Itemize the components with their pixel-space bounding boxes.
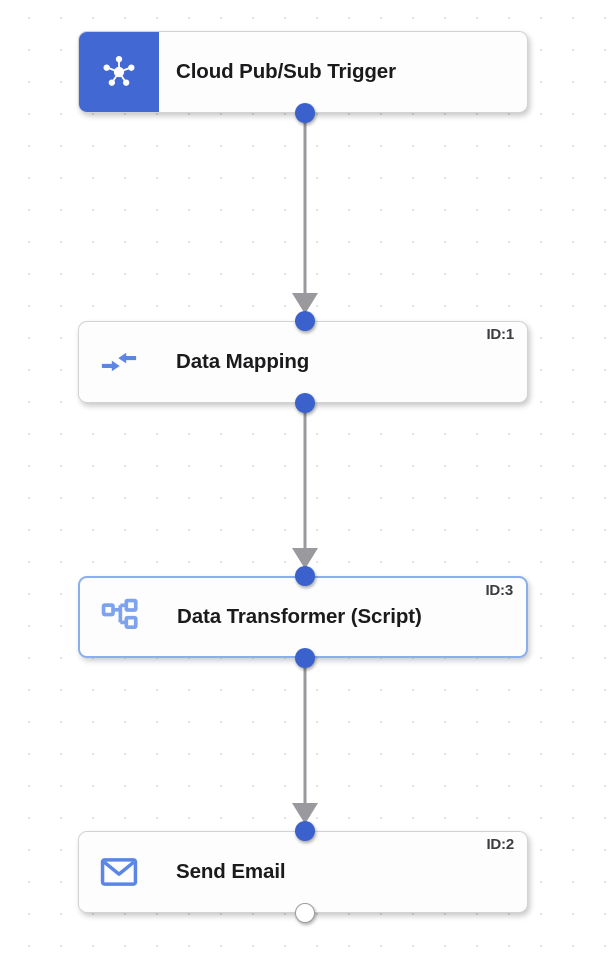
output-handle-cloud-pubsub-trigger[interactable] <box>295 103 315 123</box>
node-cloud-pubsub-trigger[interactable]: Cloud Pub/Sub Trigger <box>78 31 528 113</box>
node-id-badge: ID:1 <box>486 326 514 343</box>
node-id-badge: ID:3 <box>485 582 513 599</box>
output-handle-send-email[interactable] <box>295 903 315 923</box>
output-handle-data-transformer-script[interactable] <box>295 648 315 668</box>
node-data-transformer-script[interactable]: Data Transformer (Script) ID:3 <box>78 576 528 658</box>
node-label: Cloud Pub/Sub Trigger <box>176 60 396 83</box>
input-handle-data-mapping[interactable] <box>295 311 315 331</box>
node-label: Data Transformer (Script) <box>177 605 422 628</box>
node-label: Data Mapping <box>176 350 310 373</box>
edge-transformer-to-email <box>292 658 318 824</box>
edge-mapping-to-transformer <box>292 403 318 569</box>
input-handle-send-email[interactable] <box>295 821 315 841</box>
node-data-mapping[interactable]: Data Mapping ID:1 <box>78 321 528 403</box>
node-id-badge: ID:2 <box>486 836 514 853</box>
node-label: Send Email <box>176 860 286 883</box>
output-handle-data-mapping[interactable] <box>295 393 315 413</box>
input-handle-data-transformer-script[interactable] <box>295 566 315 586</box>
node-send-email[interactable]: Send Email ID:2 <box>78 831 528 913</box>
account-tree-icon <box>80 578 160 656</box>
envelope-icon <box>79 832 159 912</box>
pubsub-hub-icon <box>79 32 159 112</box>
edge-trigger-to-mapping <box>292 113 318 314</box>
merge-arrows-icon <box>79 322 159 402</box>
